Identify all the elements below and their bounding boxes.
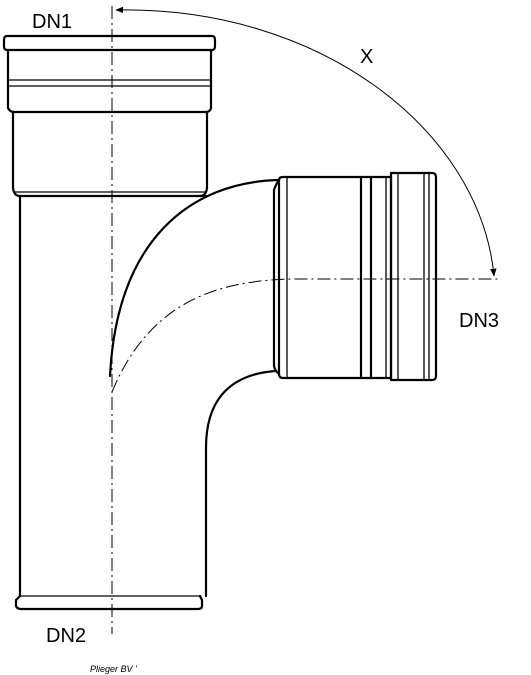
branch-socket: [272, 171, 438, 382]
label-angle-x: X: [360, 46, 373, 68]
label-dn2: DN2: [46, 625, 86, 647]
angle-dimension-arc: [115, 6, 497, 277]
centre-lines: [111, 6, 500, 634]
label-dn1: DN1: [32, 11, 72, 33]
label-dn3: DN3: [459, 310, 499, 332]
branch-bend: [108, 178, 281, 450]
main-pipe: [2, 34, 217, 611]
credit-text: Plieger BV ': [90, 664, 137, 674]
branch-centre-line: [111, 278, 500, 393]
